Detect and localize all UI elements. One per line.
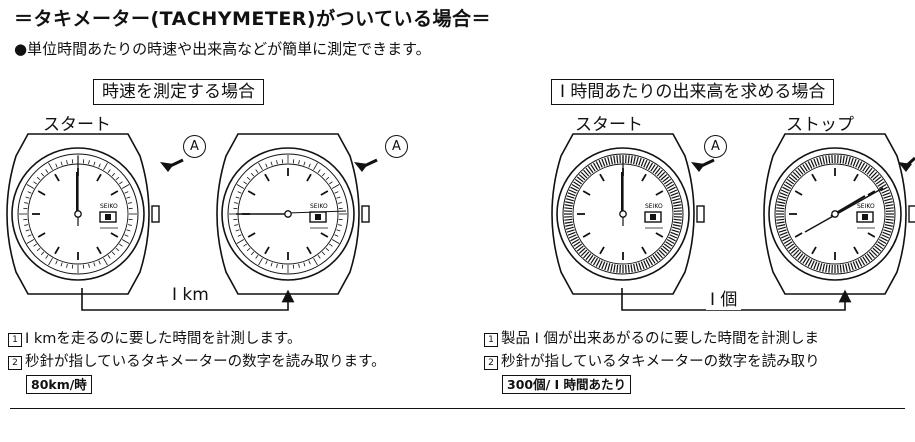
intro-bullet: ●単位時間あたりの時速や出来高などが簡単に測定できます。 (14, 40, 431, 58)
count-label: I 個 (706, 285, 742, 310)
watch-logo: SEIKO (310, 203, 328, 210)
right-step-1-text: 製品 I 個が出来あがるのに要した時間を計測しま (501, 331, 819, 347)
right-crown-arrow-2 (898, 156, 915, 172)
bottom-divider (10, 408, 905, 409)
right-step-2-text: 秒針が指しているタキメーターの数字を読み取り (501, 354, 820, 370)
right-watch-start: SEIKO (551, 133, 705, 295)
left-result: 80km/時 (26, 375, 92, 394)
right-watch-stop: SEIKO (763, 133, 915, 295)
left-span-bracket (81, 288, 295, 311)
watch-logo: SEIKO (857, 203, 875, 210)
watch-logo: SEIKO (645, 203, 663, 210)
step-number-2: 2 (8, 356, 22, 370)
right-section-heading: I 時間あたりの出来高を求める場合 (551, 79, 835, 105)
left-start-label: スタート (43, 115, 111, 135)
distance-label: I km (168, 285, 213, 305)
step-number-2: 2 (484, 356, 498, 370)
left-crown-arrow-2 (354, 158, 378, 172)
watch-logo: SEIKO (100, 203, 118, 210)
right-stop-label: ストップ (786, 115, 854, 135)
right-span-bracket (621, 288, 852, 311)
left-crown-arrow-1 (160, 158, 184, 172)
marker-a-3: A (704, 135, 727, 158)
marker-a-1: A (183, 135, 206, 158)
right-result: 300個/ I 時間あたり (502, 375, 632, 394)
marker-a-2: A (385, 135, 408, 158)
left-step-1-text: I kmを走るのに要した時間を計測します。 (25, 331, 302, 347)
right-start-label: スタート (575, 115, 643, 135)
left-watch-stop: SEIKO (216, 133, 370, 295)
right-crown-arrow-1 (691, 158, 715, 172)
step-number-1: 1 (484, 333, 498, 347)
left-watch-start: SEIKO (6, 133, 160, 295)
step-number-1: 1 (8, 333, 22, 347)
page-title: ＝タキメーター(TACHYMETER)がついている場合＝ (14, 8, 492, 30)
left-section-heading: 時速を測定する場合 (93, 79, 264, 105)
left-step-2-text: 秒針が指しているタキメーターの数字を読み取ります。 (25, 354, 386, 370)
